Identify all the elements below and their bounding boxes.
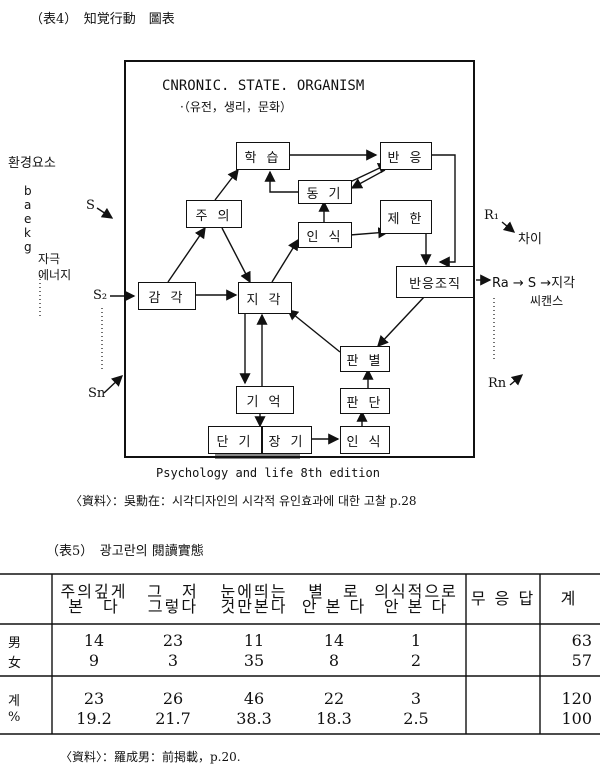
table-cell: 3 [167, 651, 179, 670]
table-cell: 23 [83, 689, 105, 708]
box-hakseup: 학 습 [236, 142, 290, 170]
table5-source: 〈資料〉：羅成男：前掲載，p.20. [60, 750, 241, 764]
env-letters: b a e k g [24, 184, 32, 254]
diagram-frame [124, 60, 475, 458]
schance-label: 씨캔스 [530, 294, 564, 308]
box-banung: 반 응 [380, 142, 432, 170]
diagram-subtitle: ·（유전，생리，문화） [180, 100, 293, 114]
rn-label: Rn [488, 376, 507, 391]
table-cell: 21.7 [155, 709, 191, 728]
s2-label: S₂ [93, 288, 108, 303]
box-panbyeol: 판 별 [340, 346, 390, 372]
table-cell: 26 [162, 689, 184, 708]
box-dangi: 단 기 [208, 426, 262, 454]
table-cell: 22 [323, 689, 345, 708]
box-jehan: 제 한 [380, 200, 432, 234]
diagram-footer: Psychology and life 8th edition [156, 466, 380, 480]
table5-caption: （表5） 광고란의 閱讀實態 [46, 544, 204, 559]
table4-caption: （表4） 知覚行動 圖表 [30, 12, 175, 27]
header-col-6: 무 응 답 [470, 589, 536, 608]
box-janggi: 장 기 [262, 426, 312, 454]
box-insik-top: 인 식 [298, 222, 352, 248]
table-cell: 2.5 [403, 709, 429, 728]
table4-source: 〈資料〉：吳勳在：시각디자인의 시각적 유인효과에 대한 고찰 p.28 [70, 494, 417, 508]
env-label: 환경요소 [8, 156, 56, 171]
table-cell: 18.3 [316, 709, 352, 728]
box-donggi: 동 기 [298, 180, 352, 204]
box-pandan: 판 단 [340, 388, 390, 414]
table-cell: 38.3 [236, 709, 272, 728]
table-cell: 9 [88, 651, 100, 670]
header-col-7: 계 [560, 589, 578, 608]
box-banungjojik: 반응조직 [396, 266, 474, 298]
sn-label: Sn [88, 386, 106, 401]
ra-label: Ra → S →지각 [492, 276, 576, 291]
table-cell: 120 [561, 689, 592, 708]
table-cell: 19.2 [76, 709, 112, 728]
table-cell: 63 [571, 631, 592, 650]
table-cell: 8 [328, 651, 340, 670]
row-label: 계 [8, 694, 20, 709]
diagram-title: CNRONIC. STATE. ORGANISM [162, 78, 365, 94]
table-cell: 46 [243, 689, 265, 708]
table-cell: 57 [571, 651, 592, 670]
box-insik-bottom: 인 식 [340, 426, 390, 454]
row-label: 男 [8, 636, 22, 651]
box-gieok: 기 억 [236, 386, 294, 414]
table-cell: 3 [410, 689, 422, 708]
table-cell: 2 [410, 651, 422, 670]
table-cell: 35 [243, 651, 265, 670]
row-label: 女 [8, 656, 22, 671]
row-label: % [8, 710, 21, 725]
table-cell: 100 [561, 709, 592, 728]
box-jigak: 지 각 [238, 282, 292, 314]
r1-label: R₁ [484, 208, 499, 223]
table-cell: 1 [410, 631, 422, 650]
energy-label: 에너지 [38, 268, 72, 282]
diff-label: 차이 [518, 232, 542, 247]
table-cell: 23 [162, 631, 184, 650]
table-cell: 14 [83, 631, 105, 650]
stimulus-label: 자극 [38, 252, 61, 266]
box-gamgak: 감 각 [138, 282, 196, 310]
s-label: S [86, 198, 95, 213]
table-cell: 11 [243, 631, 265, 650]
box-jueui: 주 의 [186, 200, 242, 228]
table-cell: 14 [323, 631, 345, 650]
